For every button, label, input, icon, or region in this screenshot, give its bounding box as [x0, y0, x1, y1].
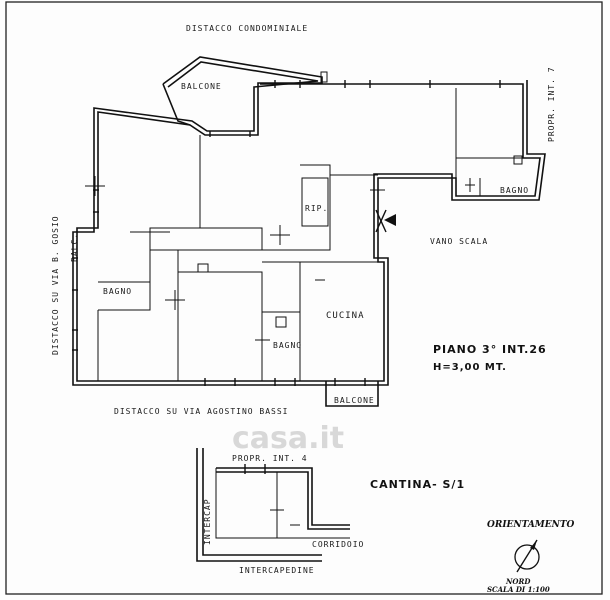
- label-cucina: CUCINA: [326, 311, 365, 321]
- label-altezza: H=3,00 MT.: [433, 362, 507, 373]
- compass: [514, 539, 540, 573]
- label-balcone-bottom: BALCONE: [334, 396, 375, 405]
- label-bagno-mid: BAGNO: [273, 341, 302, 350]
- label-balc: BALC.: [70, 233, 79, 262]
- label-scala: SCALA DI 1:100: [487, 585, 550, 594]
- label-propr-int-7: PROPR. INT. 7: [547, 66, 556, 142]
- label-vano-scala: VANO SCALA: [430, 237, 488, 246]
- label-distacco-via-gosio: DISTACCO SU VIA B. GOSIO: [51, 215, 60, 355]
- label-cantina: CANTINA- S/1: [370, 478, 465, 491]
- sheet-border: [5, 1, 603, 595]
- label-bagno-right: BAGNO: [500, 186, 529, 195]
- cantina-outline: [196, 448, 350, 562]
- label-intercap: INTERCAP: [203, 498, 212, 545]
- label-distacco-via-bassi: DISTACCO SU VIA AGOSTINO BASSI: [114, 407, 289, 416]
- door-ticks: [85, 176, 475, 341]
- watermark: casa.it: [232, 421, 344, 456]
- label-intercapedine: INTERCAPEDINE: [239, 566, 315, 575]
- apartment-outline: [72, 56, 546, 407]
- label-bagno-left: BAGNO: [103, 287, 132, 296]
- label-nord: NORD: [505, 577, 531, 586]
- label-orientamento: ORIENTAMENTO: [487, 520, 575, 530]
- label-propr-int-4: PROPR. INT. 4: [232, 454, 308, 463]
- label-piano: PIANO 3° INT.26: [433, 343, 547, 356]
- label-corridoio: CORRIDOIO: [312, 540, 364, 549]
- label-rip: RIP.: [305, 204, 328, 213]
- opening-marks: [72, 80, 501, 386]
- label-distacco-condominiale: DISTACCO CONDOMINIALE: [186, 24, 308, 33]
- label-balcone-top: BALCONE: [181, 82, 222, 91]
- entrance-arrow: [384, 214, 396, 226]
